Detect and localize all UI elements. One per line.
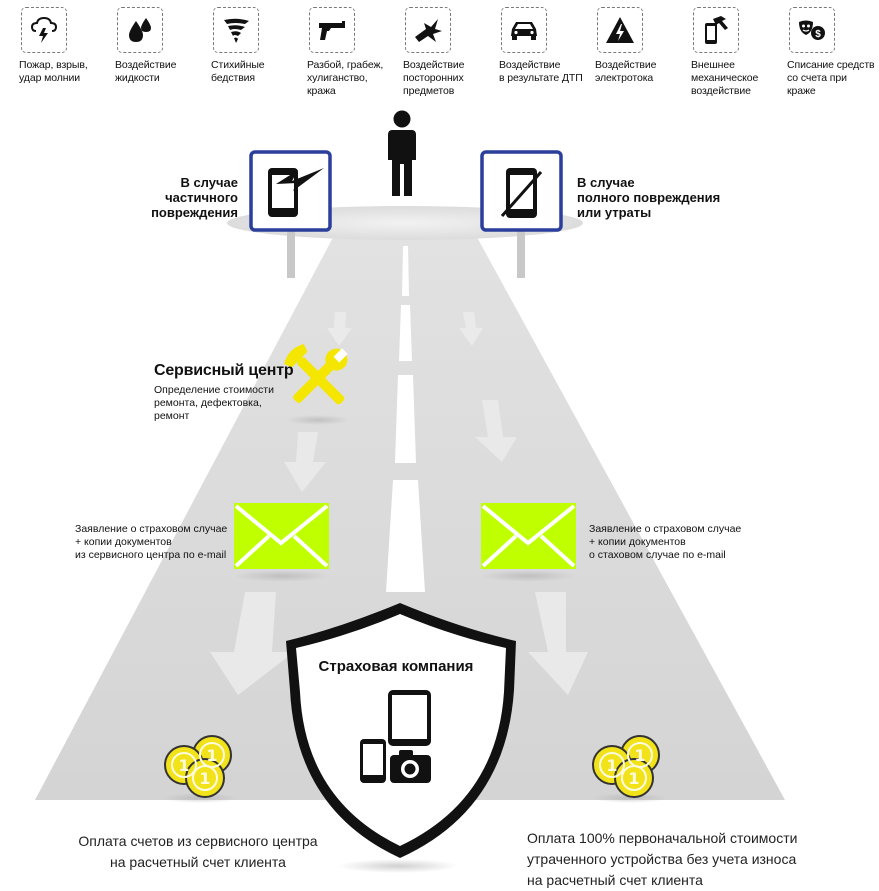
svg-text:1: 1 <box>606 756 617 775</box>
hammer-phone-icon <box>693 7 739 53</box>
risk-caption: Воздействие жидкости <box>115 59 177 84</box>
envelope-icon-left <box>234 503 329 569</box>
sign-pole-left <box>287 230 295 278</box>
risk-fraud: $ Списание средств со счета при краже <box>787 7 877 98</box>
risk-robbery: Разбой, грабеж, хулиганство, кража <box>307 7 397 98</box>
risk-caption: Разбой, грабеж, хулиганство, кража <box>307 59 384 97</box>
tornado-icon <box>213 7 259 53</box>
risk-caption: Стихийные бедствия <box>211 59 265 84</box>
masks-money-icon: $ <box>789 7 835 53</box>
envelope-icon-right <box>481 503 576 569</box>
risk-caption: Внешнее механическое воздействие <box>691 59 759 97</box>
flow-arrow-top-left <box>327 312 352 346</box>
risk-caption: Воздействие электротока <box>595 59 657 84</box>
sign-total-loss <box>480 150 563 232</box>
svg-text:$: $ <box>815 29 821 40</box>
svg-text:1: 1 <box>628 769 639 788</box>
svg-text:1: 1 <box>199 769 210 788</box>
sign-partial-caption: В случае частичного повреждения <box>151 175 238 220</box>
risk-caption: Воздействие посторонних предметов <box>403 59 465 97</box>
risk-liquid: Воздействие жидкости <box>115 7 205 85</box>
camera-icon <box>390 750 431 783</box>
flow-arrow-top-right <box>459 312 483 346</box>
storm-lightning-icon <box>21 7 67 53</box>
risk-icons-row: Пожар, взрыв, удар молнии Воздействие жи… <box>0 0 879 110</box>
tablet-icon <box>388 690 431 746</box>
flow-arrow-mid-left <box>284 432 326 492</box>
person-icon <box>388 110 416 196</box>
risk-mechanical: Внешнее механическое воздействие <box>691 7 781 98</box>
car-icon <box>501 7 547 53</box>
claim-right-text: Заявление о страховом случае + копии док… <box>589 523 742 561</box>
smartphone-icon <box>360 739 386 783</box>
pistol-icon <box>309 7 355 53</box>
flow-arrow-big-left <box>210 592 294 695</box>
liquid-drops-icon <box>117 7 163 53</box>
sign-pole-right <box>517 230 525 278</box>
flow-arrow-mid-right <box>475 400 517 462</box>
svg-text:1: 1 <box>634 746 645 765</box>
payment-left-text: Оплата счетов из сервисного центра на ра… <box>78 833 318 870</box>
risk-disaster: Стихийные бедствия <box>211 7 301 85</box>
wrench-hammer-icon <box>284 344 348 405</box>
risk-caption: Пожар, взрыв, удар молнии <box>19 59 88 84</box>
crossed-phone-icon <box>500 168 543 218</box>
sign-total-caption: В случае полного повреждения или утраты <box>577 175 721 220</box>
coins-icon-right: 1 1 1 <box>592 735 660 798</box>
risk-fire: Пожар, взрыв, удар молнии <box>19 7 109 85</box>
risk-caption: Воздействие в результате ДТП <box>499 59 583 84</box>
risk-electric: Воздействие электротока <box>595 7 685 85</box>
claim-left-text: Заявление о страховом случае + копии док… <box>75 523 228 561</box>
svg-text:1: 1 <box>178 756 189 775</box>
risk-objects: Воздействие посторонних предметов <box>403 7 493 98</box>
service-center-title: Сервисный центр <box>154 362 294 379</box>
risk-accident: Воздействие в результате ДТП <box>499 7 589 85</box>
broken-phone-icon <box>268 168 324 217</box>
svg-text:1: 1 <box>206 746 217 765</box>
road-markings <box>386 246 425 592</box>
coins-icon-left: 1 1 1 <box>164 735 232 798</box>
risk-caption: Списание средств со счета при краже <box>787 59 875 97</box>
sign-partial-damage <box>249 150 332 232</box>
high-voltage-icon <box>597 7 643 53</box>
flow-arrow-big-right <box>528 592 588 695</box>
service-center-description: Определение стоимости ремонта, дефектовк… <box>154 384 274 422</box>
payment-right-text: Оплата 100% первоначальной стоимости утр… <box>527 830 798 888</box>
flying-objects-icon <box>405 7 451 53</box>
insurer-title: Страховая компания <box>318 658 474 675</box>
